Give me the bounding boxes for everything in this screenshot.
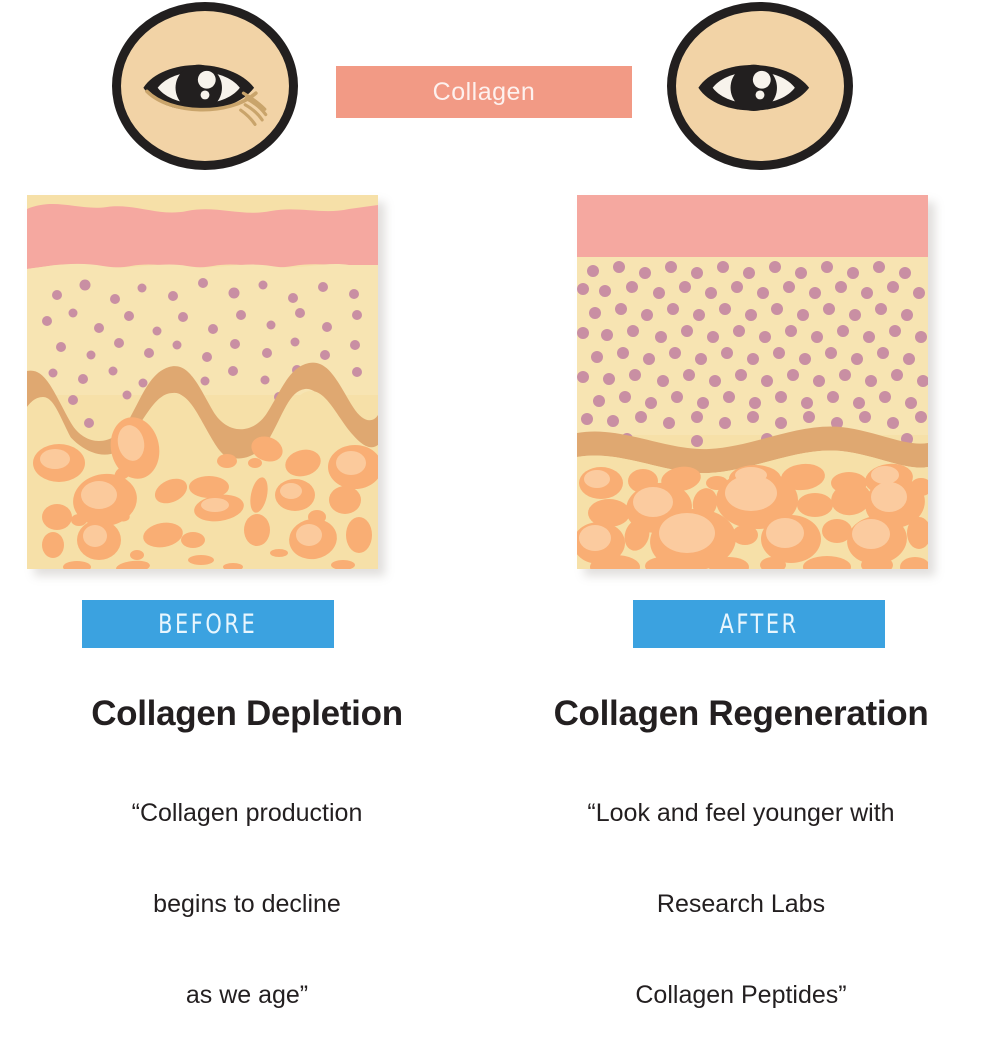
- text-column-after: Collagen Regeneration “Look and feel you…: [494, 690, 988, 1041]
- quote-line: “Collagen production: [131, 799, 363, 827]
- collagen-label-text: Collagen: [432, 77, 536, 106]
- quote-line: Collagen Peptides”: [635, 981, 847, 1009]
- badge-label: AFTER: [719, 608, 799, 640]
- badge-label: BEFORE: [158, 608, 258, 640]
- eye-wrinkled-graphic: [143, 64, 268, 126]
- skin-diagram-after: [577, 195, 928, 569]
- status-badge-after: AFTER: [633, 600, 885, 648]
- quote-line: begins to decline: [153, 890, 341, 918]
- fat-cells-highlights: [40, 425, 366, 547]
- quote-line: “Look and feel younger with: [587, 799, 895, 827]
- text-column-before: Collagen Depletion “Collagen production …: [0, 690, 494, 1041]
- skin-diagram-before: [27, 195, 378, 569]
- collagen-label-bar: Collagen: [336, 66, 632, 118]
- skin-cross-section-after: [577, 195, 928, 569]
- quote-line: as we age”: [185, 981, 309, 1009]
- heading-collagen-regeneration: Collagen Regeneration: [553, 694, 929, 733]
- eye-smooth-icon: [667, 2, 853, 170]
- status-badge-before: BEFORE: [82, 600, 334, 648]
- collagen-dots-dense: [577, 261, 928, 447]
- eye-wrinkled-icon: [112, 2, 298, 170]
- quote-line: Research Labs: [656, 890, 826, 918]
- quote-before: “Collagen production begins to decline a…: [0, 738, 494, 1041]
- quote-after: “Look and feel younger with Research Lab…: [494, 738, 988, 1041]
- skin-cross-section-before: [27, 195, 378, 569]
- fat-cells-highlights-after: [579, 466, 907, 553]
- eye-smooth-graphic: [698, 64, 810, 111]
- heading-collagen-depletion: Collagen Depletion: [91, 694, 403, 733]
